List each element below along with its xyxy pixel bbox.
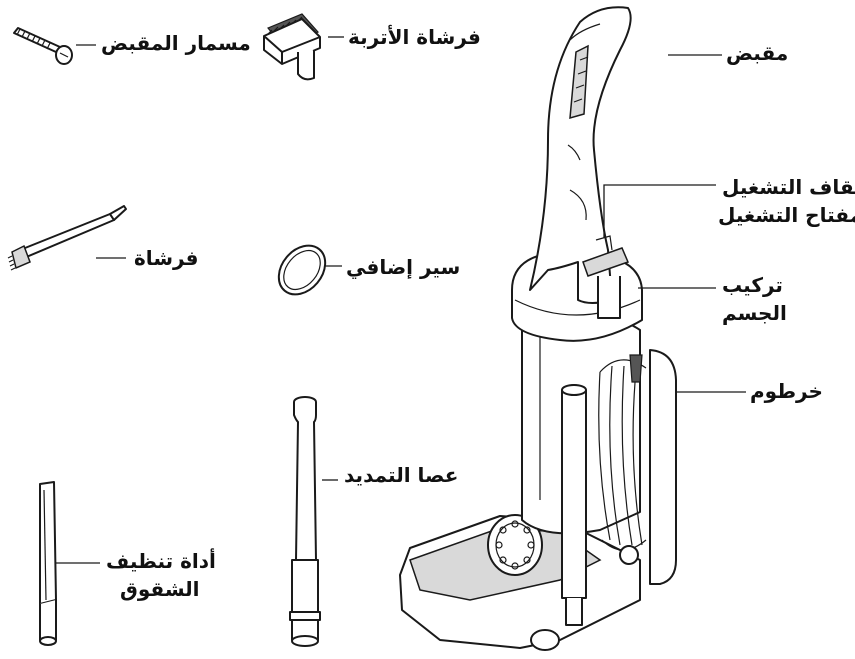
dusting-brush-illustration [264, 14, 320, 79]
label-handle-screw: مسمار المقبض [101, 30, 251, 56]
brush-illustration [8, 206, 126, 270]
leader-line-power-switch [604, 185, 716, 238]
label-power-switch-line1: إيقاف التشغيل [722, 174, 855, 200]
label-body-assembly-line1: تركيب [722, 272, 783, 298]
vacuum-illustration [400, 7, 676, 650]
crevice-tool-illustration [40, 482, 56, 645]
label-dusting-brush: فرشاة الأتربة [348, 24, 481, 50]
label-extra-belt: سير إضافي [346, 254, 460, 280]
extension-wand-illustration [290, 397, 320, 646]
label-extension-wand: عصا التمديد [344, 462, 458, 488]
handle-screw-illustration [14, 28, 72, 64]
label-crevice-tool-line1: أداة تنظيف [106, 548, 216, 574]
label-power-switch-line2: /مفتاح التشغيل [718, 202, 855, 228]
label-handle: مقبض [726, 40, 788, 66]
label-body-assembly-line2: الجسم [722, 300, 787, 326]
label-brush: فرشاة [134, 245, 199, 271]
label-crevice-tool-line2: الشقوق [120, 576, 200, 602]
label-hose: خرطوم [750, 378, 823, 404]
belt-illustration [269, 236, 334, 303]
